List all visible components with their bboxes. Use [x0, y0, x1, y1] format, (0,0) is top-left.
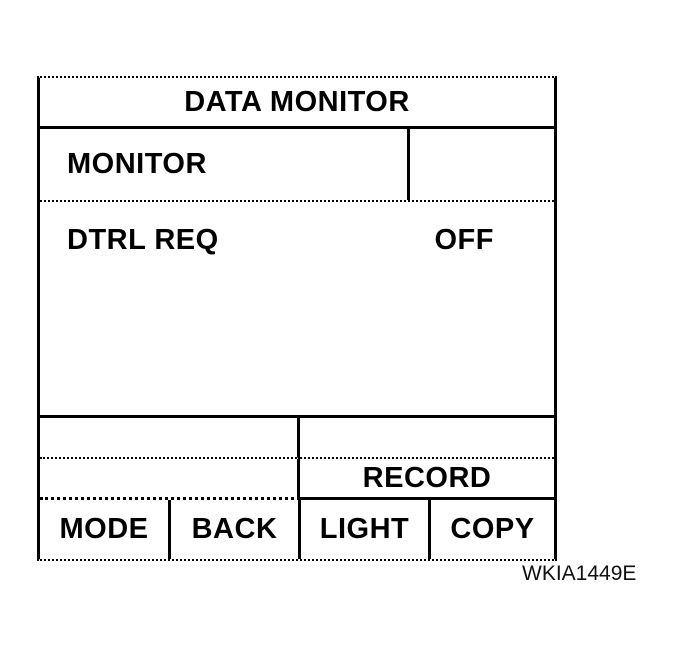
monitor-header-empty-cell	[410, 129, 554, 200]
light-button[interactable]: LIGHT	[301, 500, 431, 559]
figure-code: WKIA1449E	[522, 562, 637, 585]
record-row: RECORD	[40, 459, 554, 500]
empty-row	[40, 418, 554, 459]
monitor-header-cell: MONITOR	[40, 129, 410, 200]
monitor-data-area: DTRL REQ OFF	[40, 202, 554, 418]
copy-button[interactable]: COPY	[431, 500, 554, 559]
monitor-item-name: DTRL REQ	[67, 224, 219, 256]
record-button-label: RECORD	[362, 461, 492, 494]
copy-button-label: COPY	[450, 513, 535, 545]
monitor-header-row: MONITOR	[40, 129, 554, 202]
monitor-item-value: OFF	[434, 224, 494, 256]
back-button-label: BACK	[191, 513, 278, 545]
light-button-label: LIGHT	[319, 513, 410, 545]
record-row-empty-cell	[40, 459, 300, 500]
mode-button-label: MODE	[59, 513, 149, 545]
page-title: DATA MONITOR	[184, 85, 410, 118]
mode-button[interactable]: MODE	[40, 500, 171, 559]
data-monitor-screen: DATA MONITOR MONITOR DTRL REQ OFF RECORD	[37, 76, 557, 561]
title-bar: DATA MONITOR	[40, 78, 554, 129]
empty-cell-left	[40, 418, 300, 459]
monitor-header-label: MONITOR	[67, 148, 207, 180]
monitor-item-row: DTRL REQ OFF	[40, 202, 554, 257]
record-button[interactable]: RECORD	[300, 459, 554, 500]
empty-cell-right	[300, 418, 554, 459]
back-button[interactable]: BACK	[171, 500, 301, 559]
bottom-button-bar: MODE BACK LIGHT COPY	[40, 500, 554, 559]
